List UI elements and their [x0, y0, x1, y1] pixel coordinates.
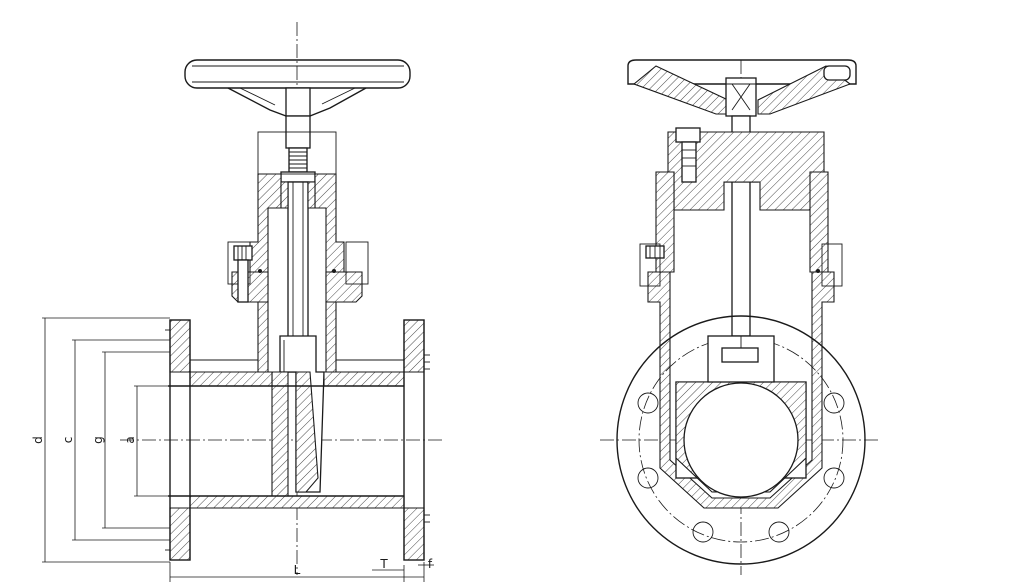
dimension-label-g: g: [91, 436, 105, 444]
bolt-hole: [637, 467, 659, 489]
bolt-hole: [692, 521, 714, 543]
bonnet: [227, 131, 369, 303]
dimension-label-a: a: [123, 436, 137, 443]
front-valve-body: [639, 243, 843, 509]
front-section-view: [600, 59, 880, 575]
front-bonnet: [655, 127, 829, 273]
left-end-flange: [165, 319, 191, 561]
dimension-label-T: T: [379, 557, 388, 571]
bolt-hole: [823, 467, 845, 489]
dimension-lines: [42, 317, 434, 582]
bolt-hole: [768, 521, 790, 543]
valve-stem: [280, 115, 316, 373]
dimension-label-L: L: [294, 563, 301, 577]
valve-body-neck: [190, 301, 404, 381]
bore-opening: [683, 382, 799, 498]
front-gate: [675, 335, 807, 498]
dimension-label-c: c: [61, 437, 75, 444]
bolt-hole: [637, 392, 659, 414]
pipe-body: [168, 371, 405, 509]
front-handwheel: [627, 59, 857, 117]
handwheel: [184, 59, 411, 117]
gate-wedge: [271, 335, 325, 497]
right-end-flange: [403, 319, 430, 561]
dimension-label-d: d: [31, 436, 45, 444]
dimension-label-f: f: [428, 557, 433, 571]
side-section-view: d c g a L T f: [31, 22, 445, 582]
bolt-hole: [823, 392, 845, 414]
